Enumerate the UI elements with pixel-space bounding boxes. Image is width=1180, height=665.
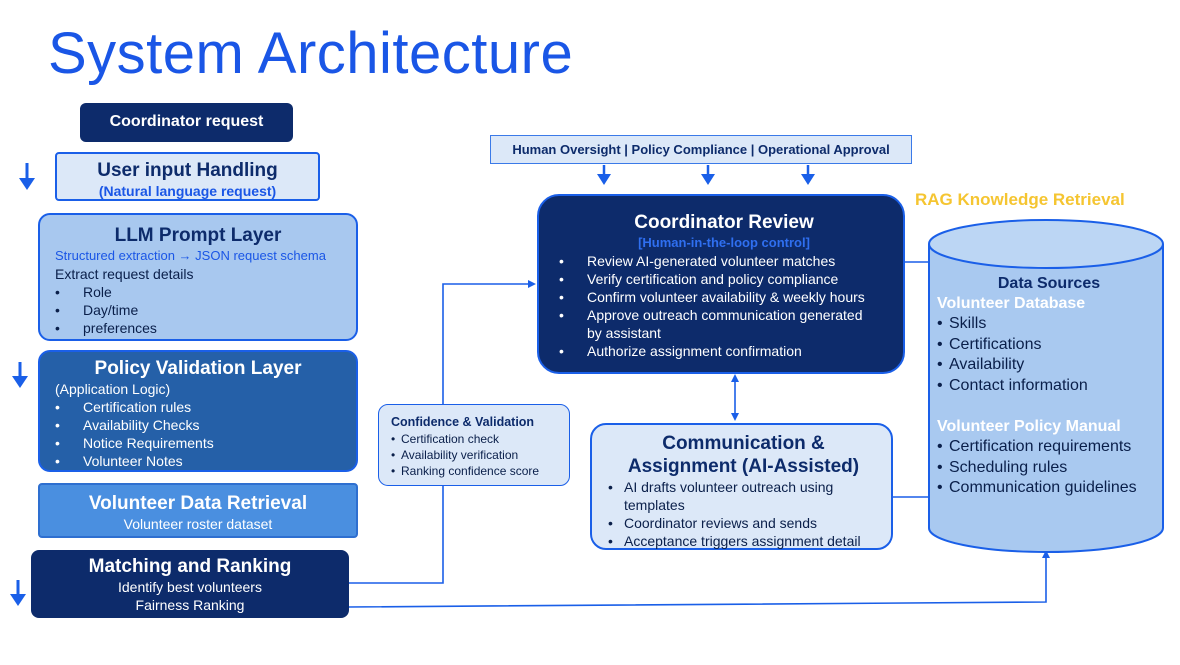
oversight-arrows (597, 165, 815, 185)
data-retrieval-title: Volunteer Data Retrieval (88, 493, 308, 514)
database-item: Contact information (937, 376, 1161, 397)
oversight-banner-label: Human Oversight | Policy Compliance | Op… (512, 142, 890, 157)
llm-prompt-subtitle: Structured extraction → JSON request sch… (55, 248, 326, 263)
policy-validation-item: Availability Checks (55, 416, 356, 434)
coordinator-request-label: Coordinator request (109, 113, 264, 130)
confidence-item: Ranking confidence score (391, 463, 569, 479)
coordinator-review-item: Approve outreach communication generated… (559, 306, 889, 342)
policy-manual-item: Scheduling rules (937, 458, 1161, 479)
left-down-arrows (10, 163, 35, 606)
matching-to-datasources-connector (347, 550, 1050, 608)
policy-manual-item: Communication guidelines (937, 478, 1161, 499)
policy-validation-title: Policy Validation Layer (94, 358, 302, 379)
llm-prompt-item: preferences (55, 319, 356, 337)
confidence-item: Certification check (391, 431, 569, 447)
coordinator-review-item: Authorize assignment confirmation (559, 342, 889, 360)
llm-prompt-line: Extract request details (55, 266, 194, 282)
confidence-title: Confidence & Validation (391, 415, 535, 429)
data-retrieval-box: Volunteer Data Retrieval Volunteer roste… (38, 483, 358, 538)
llm-prompt-title: LLM Prompt Layer (114, 225, 282, 246)
communication-title-line2: Assignment (AI-Assisted) (627, 456, 860, 477)
rag-knowledge-label: RAG Knowledge Retrieval (915, 190, 1125, 209)
llm-prompt-box: LLM Prompt Layer Structured extraction →… (38, 213, 358, 341)
confidence-item: Availability verification (391, 447, 569, 463)
data-sources-title: Data Sources (997, 275, 1101, 292)
coordinator-review-title: Coordinator Review (634, 212, 814, 233)
page-title: System Architecture (48, 21, 574, 86)
matching-ranking-box: Matching and Ranking Identify best volun… (31, 550, 349, 618)
volunteer-database-heading: Volunteer Database (937, 295, 1086, 312)
database-item: Skills (937, 314, 1161, 335)
coordinator-review-subtitle: [Human-in-the-loop control] (638, 235, 810, 250)
coordinator-review-item: Confirm volunteer availability & weekly … (559, 288, 889, 306)
communication-assignment-box: Communication & Assignment (AI-Assisted)… (590, 423, 893, 550)
policy-validation-box: Policy Validation Layer (Application Log… (38, 350, 358, 472)
confidence-validation-box: Confidence & Validation Certification ch… (378, 404, 570, 486)
user-input-box: User input Handling (Natural language re… (55, 152, 320, 201)
user-input-title: User input Handling (97, 160, 278, 181)
data-retrieval-subtitle: Volunteer roster dataset (123, 516, 273, 532)
matching-line1: Identify best volunteers (118, 579, 262, 595)
llm-prompt-item: Role (55, 283, 356, 301)
policy-validation-item: Certification rules (55, 398, 356, 416)
user-input-subtitle: (Natural language request) (98, 183, 277, 199)
llm-prompt-item: Day/time (55, 301, 356, 319)
communication-title-line1: Communication & (662, 433, 825, 454)
database-item: Certifications (937, 335, 1161, 356)
coordinator-review-box: Coordinator Review [Human-in-the-loop co… (537, 194, 905, 374)
coordinator-review-item: Verify certification and policy complian… (559, 270, 889, 288)
matching-line2: Fairness Ranking (135, 597, 245, 613)
policy-manual-heading: Volunteer Policy Manual (937, 418, 1121, 435)
coordinator-review-item: Review AI-generated volunteer matches (559, 252, 889, 270)
policy-validation-item: Volunteer Notes (55, 452, 356, 470)
matching-title: Matching and Ranking (88, 556, 292, 577)
database-item: Availability (937, 355, 1161, 376)
policy-manual-item: Certification requirements (937, 437, 1161, 458)
data-sources-content: Data Sources Volunteer Database Skills C… (937, 274, 1161, 499)
oversight-banner: Human Oversight | Policy Compliance | Op… (490, 135, 912, 164)
communication-item: AI drafts volunteer outreach using templ… (606, 478, 881, 514)
communication-item: Coordinator reviews and sends (606, 514, 881, 532)
policy-validation-item: Notice Requirements (55, 434, 356, 452)
policy-validation-subtitle: (Application Logic) (55, 381, 171, 397)
coordinator-request-box: Coordinator request (80, 103, 293, 142)
communication-item: Acceptance triggers assignment detail (606, 532, 881, 550)
